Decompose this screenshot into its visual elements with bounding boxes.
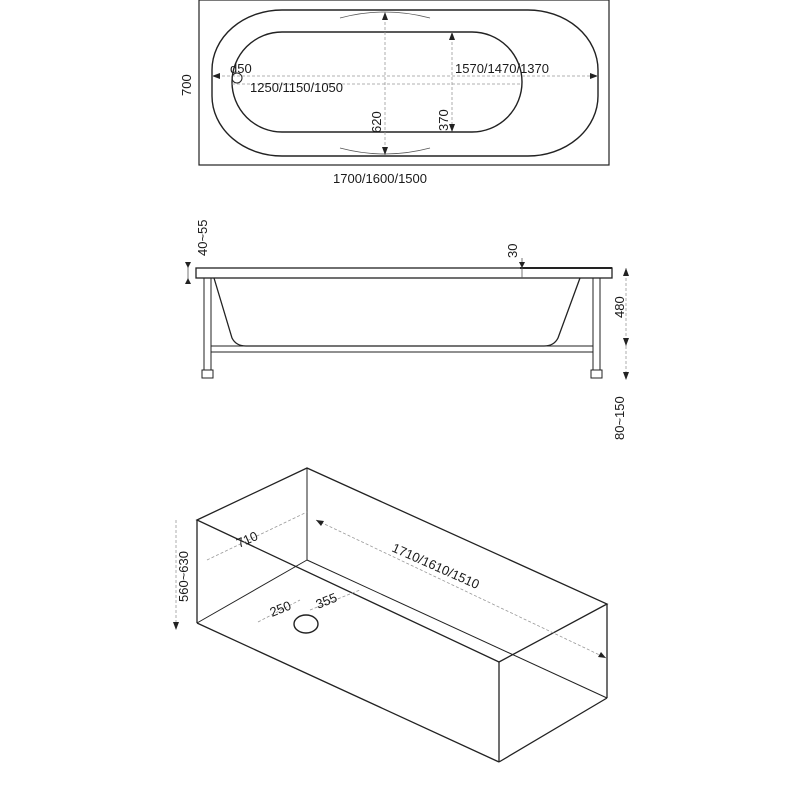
- arrow-icon: [382, 147, 388, 155]
- length-dimension-line: [315, 519, 607, 659]
- arrow-icon: [623, 372, 629, 380]
- box-top-face: [195, 467, 609, 663]
- depth-370-label: 370: [436, 109, 451, 131]
- foot-left: [201, 369, 214, 379]
- arrow-icon: [185, 262, 191, 268]
- box-floor-edge-left: [196, 559, 308, 624]
- arrow-icon: [212, 73, 220, 79]
- drain-x-label: 250: [268, 598, 294, 620]
- box-view: 710 1710/1610/1510 560~630 250 355: [173, 467, 609, 763]
- tub-rim: [195, 267, 613, 279]
- arrow-icon: [185, 278, 191, 284]
- frame-crossbar: [210, 345, 594, 353]
- arrow-icon: [623, 338, 629, 346]
- tub-body: [213, 277, 581, 347]
- inner-bowl-outline: [231, 31, 523, 133]
- rim-height-label: 40~55: [195, 219, 210, 256]
- outer-inner-length-label: 1570/1470/1370: [455, 61, 549, 76]
- top-view: d50 1250/1150/1050 1570/1470/1370 620 37…: [179, 0, 610, 186]
- box-bottom-right: [498, 697, 608, 763]
- rim-thickness-label: 30: [505, 244, 520, 258]
- depth-620-label: 620: [369, 111, 384, 133]
- side-view: 40~55 30 480 80~150: [185, 219, 629, 440]
- box-height-label: 560~630: [176, 551, 191, 602]
- drain-y-line: [309, 589, 361, 611]
- drain-y-label: 355: [314, 590, 340, 612]
- drain-icon: [231, 72, 243, 84]
- leg-height-label: 80~150: [612, 396, 627, 440]
- arrow-icon: [519, 262, 525, 268]
- overall-length-label: 1700/1600/1500: [333, 171, 427, 186]
- arrow-icon: [316, 520, 324, 526]
- foot-right: [590, 369, 603, 379]
- arrow-icon: [173, 622, 179, 630]
- box-length-label: 1710/1610/1510: [390, 540, 482, 592]
- frame-leg-right: [592, 277, 601, 371]
- drain-x-line: [257, 599, 301, 623]
- arrow-icon: [382, 12, 388, 20]
- box-bottom-front: [196, 622, 500, 763]
- drain-diameter-label: d50: [230, 61, 252, 76]
- arrow-icon: [590, 73, 598, 79]
- box-floor-edge-back: [306, 559, 608, 699]
- width-dimension-line: [206, 511, 308, 561]
- frame-leg-left: [203, 277, 212, 371]
- tub-height-label: 480: [612, 296, 627, 318]
- width-label: 700: [179, 74, 194, 96]
- top-view-frame: [198, 0, 610, 166]
- arrow-icon: [623, 268, 629, 276]
- drain-hole-icon: [293, 614, 319, 634]
- arrow-icon: [598, 652, 606, 658]
- arrow-icon: [449, 32, 455, 40]
- outer-bowl-outline: [211, 9, 599, 157]
- inner-length-label: 1250/1150/1050: [250, 80, 343, 95]
- arrow-icon: [449, 124, 455, 132]
